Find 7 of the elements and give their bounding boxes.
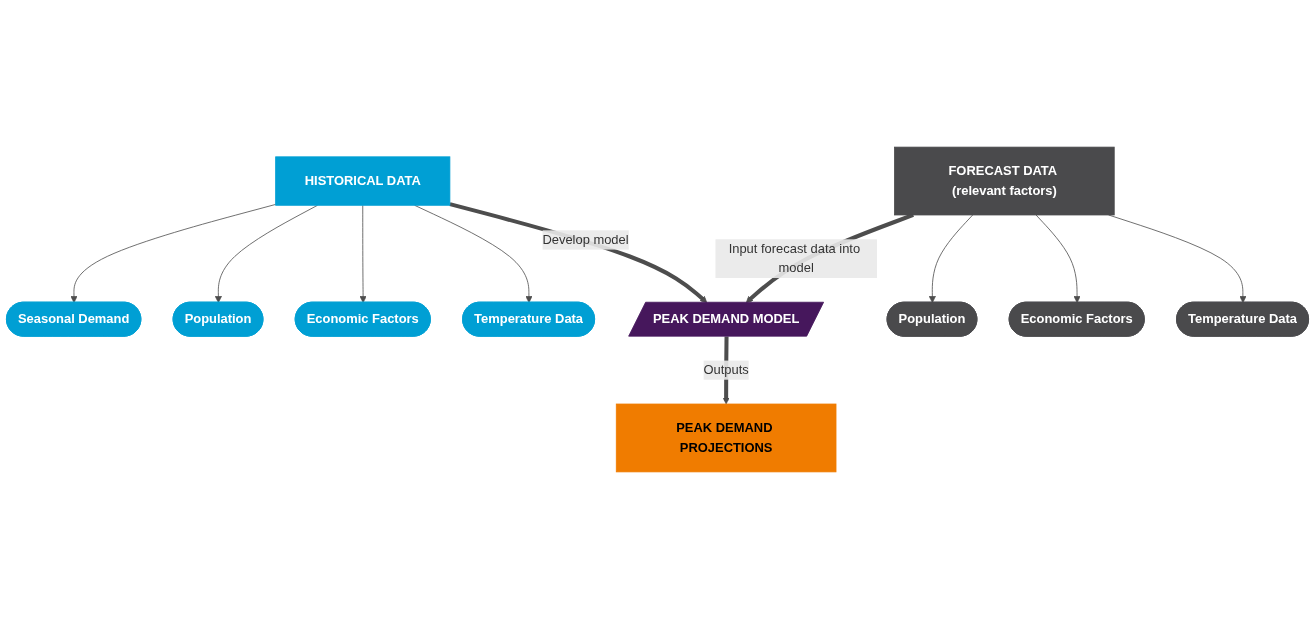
node-box: HISTORICAL DATA <box>275 156 451 206</box>
edge-label: Develop model <box>542 232 629 247</box>
edge-label: Input forecast data into model <box>728 241 861 275</box>
edge-label: Outputs <box>703 362 749 377</box>
arrow <box>449 202 708 303</box>
node-box: FORECAST DATA (relevant factors) <box>894 146 1115 216</box>
node-box: PEAK DEMAND PROJECTIONS <box>615 403 837 473</box>
